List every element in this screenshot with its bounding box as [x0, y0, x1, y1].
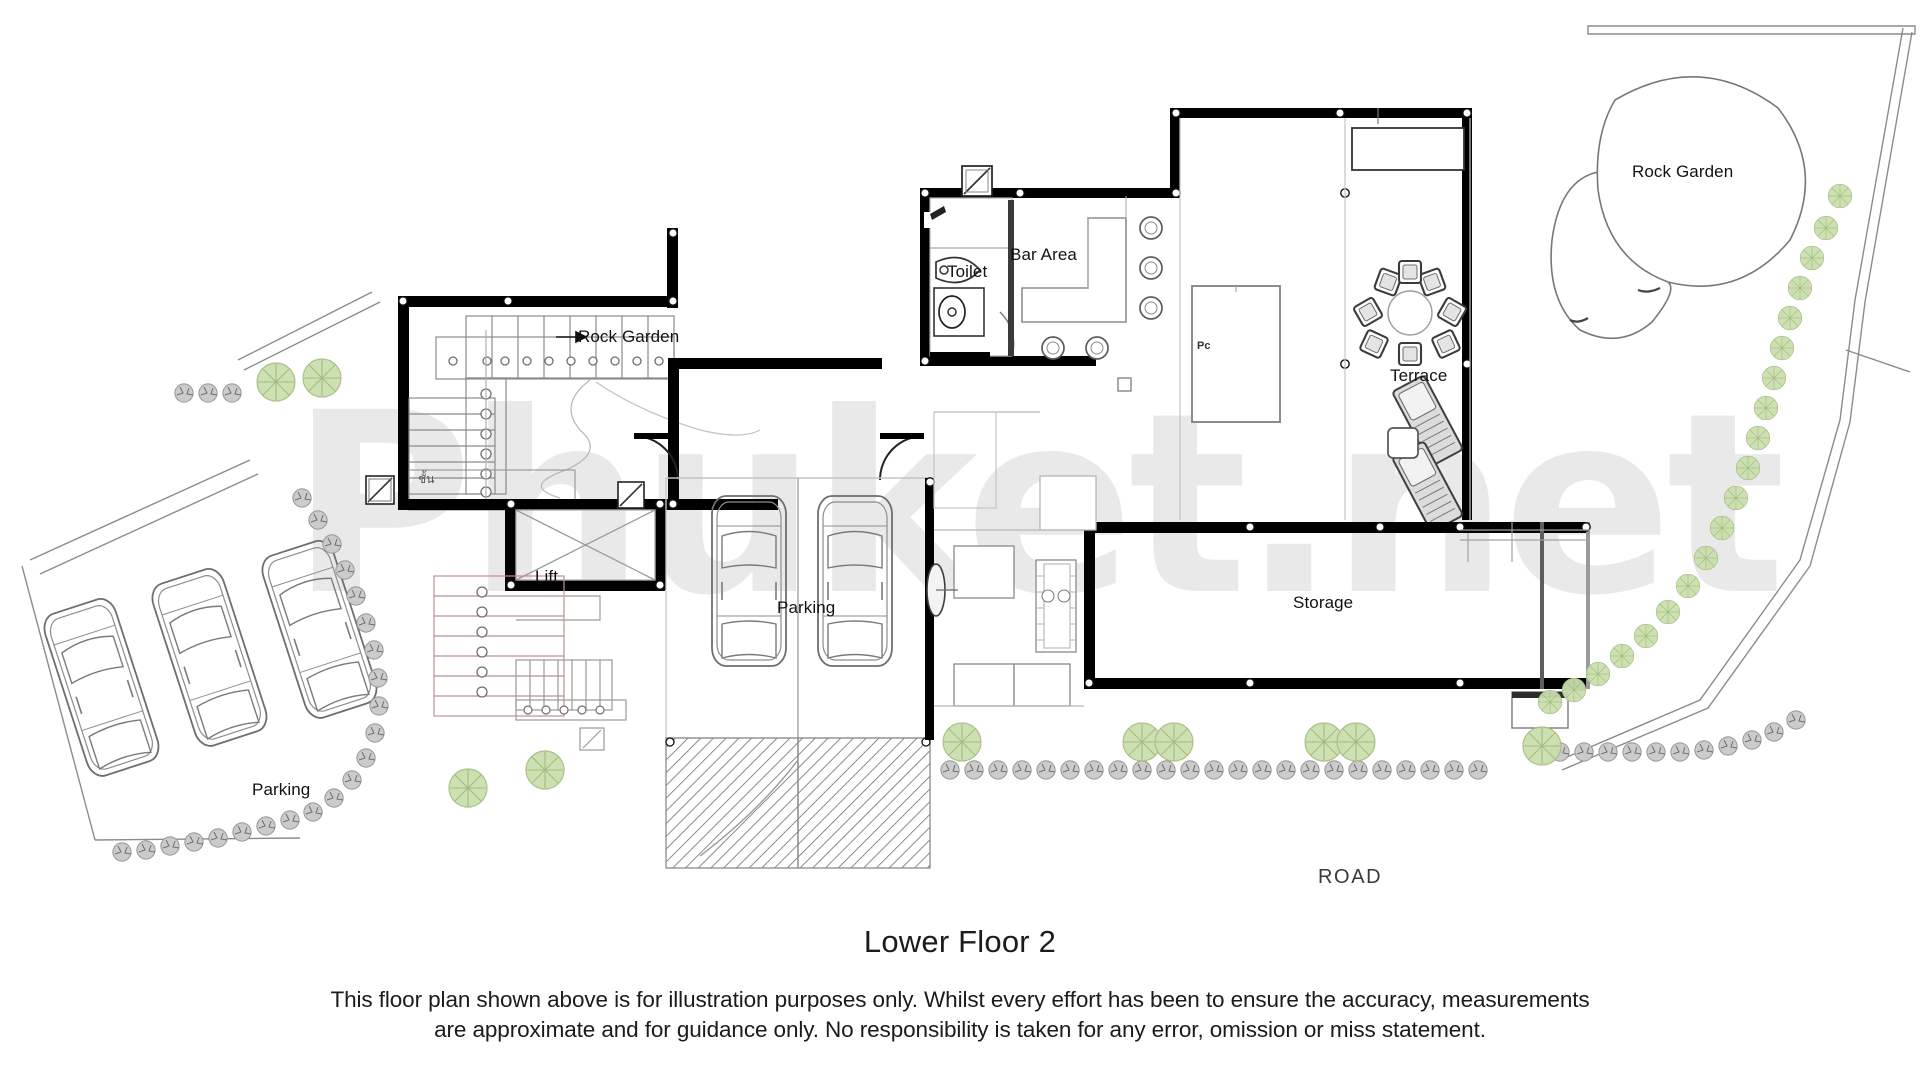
stair-note-thai: ชั้น — [418, 472, 435, 486]
disclaimer-text: This floor plan shown above is for illus… — [150, 985, 1770, 1045]
rock-garden-right-shapes — [1550, 76, 1807, 340]
page-title: Lower Floor 2 — [863, 924, 1057, 959]
room-label-parking-left: Parking — [252, 780, 311, 799]
room-label-bar-area: Bar Area — [1010, 245, 1077, 264]
window-symbol-center — [617, 481, 645, 509]
site-boundary-lines — [21, 25, 1916, 841]
room-label-rock-garden-right: Rock Garden — [1632, 162, 1734, 181]
room-label-toilet: Toilet — [947, 262, 988, 281]
rock-garden-left-stones — [408, 315, 761, 511]
terrace-loungers — [1387, 374, 1465, 534]
window-symbol-left — [365, 475, 395, 505]
service-counters — [926, 475, 1097, 707]
trees-top-left — [174, 358, 342, 403]
room-label-rock-garden-left: Rock Garden — [578, 327, 680, 346]
toilet-fixtures — [924, 197, 1015, 360]
rock-garden-left-leader-arrow — [556, 330, 588, 344]
bar-counter — [1021, 196, 1127, 323]
hedge-left-curve — [112, 488, 565, 862]
parking-center-cars — [711, 495, 893, 667]
disclaimer-line-2: are approximate and for guidance only. N… — [434, 1017, 1486, 1043]
walls-center-block — [398, 358, 882, 591]
staircase-lower — [515, 659, 627, 751]
driveway-hatch — [665, 737, 931, 869]
walls-left-wing — [398, 228, 678, 510]
walls-storage — [1084, 521, 1591, 729]
door-swings — [633, 433, 925, 481]
caption-block: Lower Floor 2 This floor plan shown abov… — [0, 924, 1920, 1045]
room-label-terrace: Terrace — [1390, 366, 1448, 385]
pool-rectangle — [1191, 285, 1281, 423]
staircase-center — [433, 575, 601, 717]
window-symbol-toilet — [961, 165, 993, 197]
parking-left-cars — [39, 536, 382, 781]
hedge-right-boundary — [1537, 183, 1853, 715]
road-label: ROAD — [1318, 866, 1383, 888]
bar-stools — [1041, 216, 1163, 392]
room-label-parking-center: Parking — [777, 598, 836, 617]
lift-shaft — [515, 509, 656, 581]
disclaimer-line-1: This floor plan shown above is for illus… — [330, 987, 1590, 1013]
room-label-lift: Lift — [535, 567, 559, 586]
room-label-storage: Storage — [1293, 593, 1354, 612]
terrace-dining-set — [1351, 259, 1469, 367]
room-label-pool: Pc — [1197, 340, 1211, 352]
walls-north-block — [920, 108, 1472, 520]
